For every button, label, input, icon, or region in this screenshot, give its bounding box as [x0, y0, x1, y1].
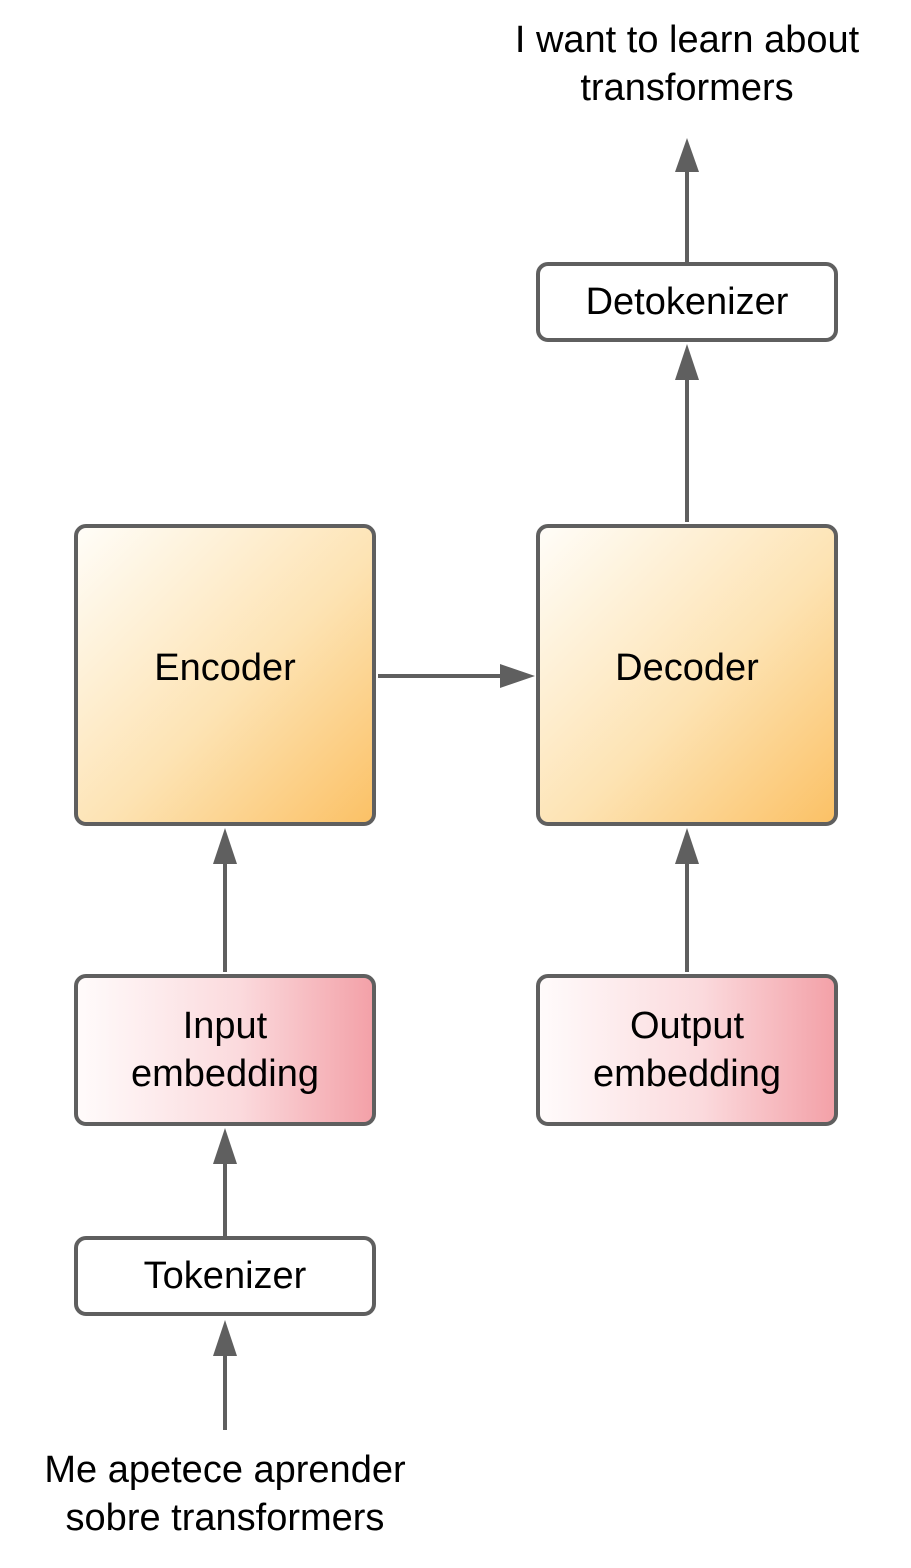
arrow-tokenizer-to-input-embedding	[213, 1128, 237, 1236]
output-embedding-line-2: embedding	[592, 1053, 782, 1095]
encoder-box: Encoder	[74, 524, 376, 826]
arrow-encoder-to-decoder	[378, 664, 535, 688]
output-embedding-box: Output embedding	[536, 974, 838, 1126]
detokenizer-label: Detokenizer	[585, 281, 789, 323]
input-embedding-line-1: Input	[182, 1005, 268, 1047]
input-text-line-1: Me apetece aprender	[44, 1449, 406, 1491]
input-embedding-line-2: embedding	[130, 1053, 320, 1095]
input-text-line-2: sobre transformers	[65, 1497, 385, 1539]
input-text-label: Me apetece aprender sobre transformers	[15, 1446, 435, 1542]
arrow-input-text-to-tokenizer	[213, 1320, 237, 1430]
output-text-label: I want to learn about transformers	[487, 16, 887, 112]
decoder-box: Decoder	[536, 524, 838, 826]
decoder-label: Decoder	[615, 647, 759, 689]
tokenizer-label: Tokenizer	[143, 1255, 307, 1297]
input-embedding-box: Input embedding	[74, 974, 376, 1126]
output-text-line-2: transformers	[580, 67, 794, 109]
output-text-line-1: I want to learn about	[514, 19, 860, 61]
detokenizer-box: Detokenizer	[536, 262, 838, 342]
arrow-detokenizer-to-output-text	[675, 138, 699, 262]
tokenizer-box: Tokenizer	[74, 1236, 376, 1316]
output-embedding-line-1: Output	[629, 1005, 745, 1047]
arrow-decoder-to-detokenizer	[675, 344, 699, 522]
input-embedding-label: Input embedding	[131, 1002, 319, 1098]
arrow-input-embedding-to-encoder	[213, 828, 237, 972]
arrow-output-embedding-to-decoder	[675, 828, 699, 972]
output-embedding-label: Output embedding	[593, 1002, 781, 1098]
encoder-label: Encoder	[154, 647, 296, 689]
